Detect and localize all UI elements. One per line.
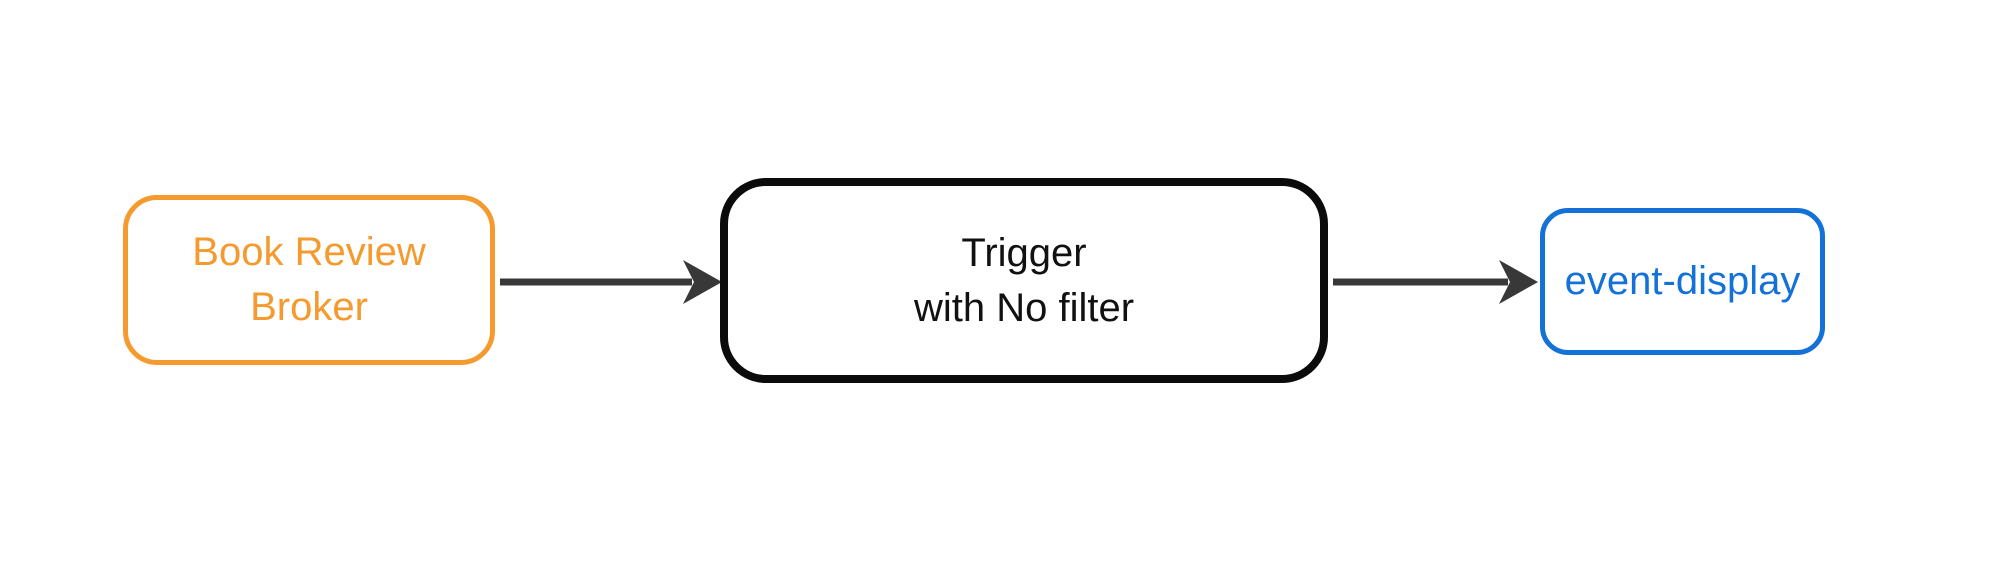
node-label-line: Book Review — [192, 230, 426, 274]
node-trigger: Trigger with No filter — [720, 178, 1328, 383]
node-label-line: Broker — [250, 285, 368, 329]
arrow-trigger-to-sink — [1333, 260, 1538, 304]
arrowhead-icon — [1499, 260, 1538, 304]
arrow-broker-to-trigger — [500, 260, 722, 304]
node-event-display: event-display — [1540, 208, 1825, 355]
node-label-line: Trigger — [961, 230, 1087, 275]
node-label-line: with No filter — [913, 285, 1135, 330]
node-label-line: event-display — [1564, 259, 1801, 303]
node-book-review-broker: Book Review Broker — [123, 195, 495, 365]
arrowhead-icon — [683, 260, 722, 304]
